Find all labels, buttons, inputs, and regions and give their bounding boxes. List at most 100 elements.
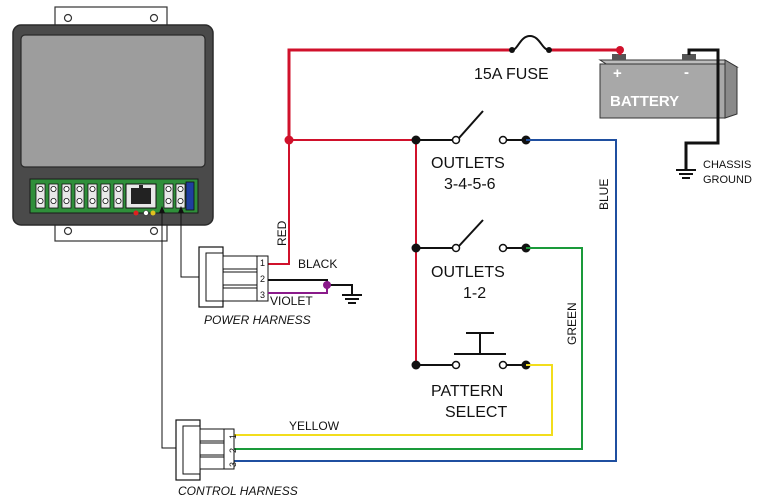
mount-hole-icon <box>149 226 159 236</box>
control-pin-2: 2 <box>228 448 238 453</box>
switch-blade <box>458 219 484 247</box>
screw-head-icon <box>89 185 96 192</box>
battery-side <box>724 59 738 119</box>
screw-head-icon <box>76 185 83 192</box>
screw-head-icon <box>37 185 44 192</box>
terminal-screw <box>87 183 98 209</box>
power-harness: 1 2 3 <box>198 246 269 308</box>
red-wire-to-harness <box>268 140 290 265</box>
switch-contact <box>451 360 461 370</box>
power-harness-label: POWER HARNESS <box>204 313 311 327</box>
mount-hole-icon <box>149 13 159 23</box>
black-wire <box>268 279 328 285</box>
ground-label: GROUND <box>703 174 752 186</box>
switch-outlets-1-2 <box>411 219 531 253</box>
red-wire-to-battery <box>549 48 622 55</box>
outlets-b-label: OUTLETS <box>431 264 505 281</box>
control-pin-3: 3 <box>228 462 238 467</box>
terminal-screw <box>163 183 174 209</box>
control-harness: 1 2 3 <box>175 419 238 481</box>
switch-pattern-select <box>411 332 531 370</box>
power-harness-leader <box>180 210 199 278</box>
fuse-icon <box>511 34 550 51</box>
screw-head-icon <box>50 197 57 204</box>
switch-contact <box>498 243 508 253</box>
switch-blade <box>458 110 484 139</box>
control-harness-cavity <box>199 428 225 442</box>
pattern-label: PATTERN <box>431 383 503 400</box>
arrow-up-icon <box>159 206 165 213</box>
power-harness-cavity <box>222 271 258 286</box>
screw-head-icon <box>115 197 122 204</box>
led-white-icon <box>143 210 149 216</box>
screw-head-icon <box>37 197 44 204</box>
red-battery-dot <box>616 46 624 54</box>
red-wire-main <box>287 48 512 140</box>
switch-contact <box>451 243 461 253</box>
battery-terminal-plus <box>612 54 626 60</box>
yellow-wire-label: YELLOW <box>289 419 340 433</box>
red-junction-dot <box>284 135 294 145</box>
screw-head-icon <box>76 197 83 204</box>
outlets-a-label: OUTLETS <box>431 155 505 172</box>
switch-contact <box>498 360 508 370</box>
black-ground-wire <box>684 48 720 170</box>
screw-head-icon <box>102 185 109 192</box>
control-harness-cavity <box>199 456 225 470</box>
fuse-label: 15A FUSE <box>474 66 549 83</box>
switch-contact <box>451 135 461 145</box>
terminal-screw <box>100 183 111 209</box>
terminal-screw <box>48 183 59 209</box>
violet-wire-label: VIOLET <box>270 294 313 308</box>
yellow-wire <box>234 364 553 436</box>
battery-minus-label: - <box>684 64 689 81</box>
screw-head-icon <box>50 185 57 192</box>
terminal-screw <box>113 183 124 209</box>
outlets-a-sub: 3-4-5-6 <box>444 176 496 193</box>
screw-head-icon <box>89 197 96 204</box>
module-face <box>20 34 206 168</box>
led-yellow-icon <box>150 210 156 216</box>
control-module <box>12 6 214 242</box>
red-wire-label: RED <box>275 220 289 246</box>
violet-wire <box>268 285 328 294</box>
screw-head-icon <box>177 185 184 192</box>
black-wire-label: BLACK <box>298 257 337 271</box>
led-red-icon <box>133 210 139 216</box>
control-harness-cavity <box>199 442 225 456</box>
screw-head-icon <box>63 185 70 192</box>
screw-head-icon <box>115 185 122 192</box>
control-harness-pinblock <box>223 428 235 470</box>
rj-port <box>131 188 151 204</box>
black-wire-ground <box>327 284 353 295</box>
terminal-screw <box>61 183 72 209</box>
battery-terminal-minus <box>682 54 696 60</box>
side-connector <box>185 181 195 211</box>
power-harness-cavity <box>222 287 258 302</box>
outlets-b-sub: 1-2 <box>463 285 486 302</box>
green-wire-label: GREEN <box>565 302 579 345</box>
rj-latch <box>139 185 143 188</box>
terminal-screw <box>35 183 46 209</box>
control-harness-leader <box>161 210 176 449</box>
pattern-sub: SELECT <box>445 404 507 421</box>
terminal-screw <box>74 183 85 209</box>
power-pin-1: 1 <box>260 258 265 268</box>
control-harness-label: CONTROL HARNESS <box>178 484 298 498</box>
battery-plus-label: + <box>613 65 622 82</box>
fuse-terminal <box>509 47 515 53</box>
battery: + - BATTERY <box>598 54 739 119</box>
arrow-up-icon <box>178 206 184 213</box>
blue-wire-label: BLUE <box>597 179 611 210</box>
power-harness-insert <box>205 252 224 302</box>
screw-head-icon <box>63 197 70 204</box>
violet-junction-dot <box>323 281 331 289</box>
screw-head-icon <box>165 185 172 192</box>
mount-hole-icon <box>63 226 73 236</box>
power-pin-2: 2 <box>260 274 265 284</box>
chassis-label: CHASSIS <box>703 159 751 171</box>
green-wire <box>234 247 583 450</box>
terminal-block <box>35 183 186 209</box>
screw-head-icon <box>102 197 109 204</box>
switch-outlets-3-6 <box>411 110 531 145</box>
